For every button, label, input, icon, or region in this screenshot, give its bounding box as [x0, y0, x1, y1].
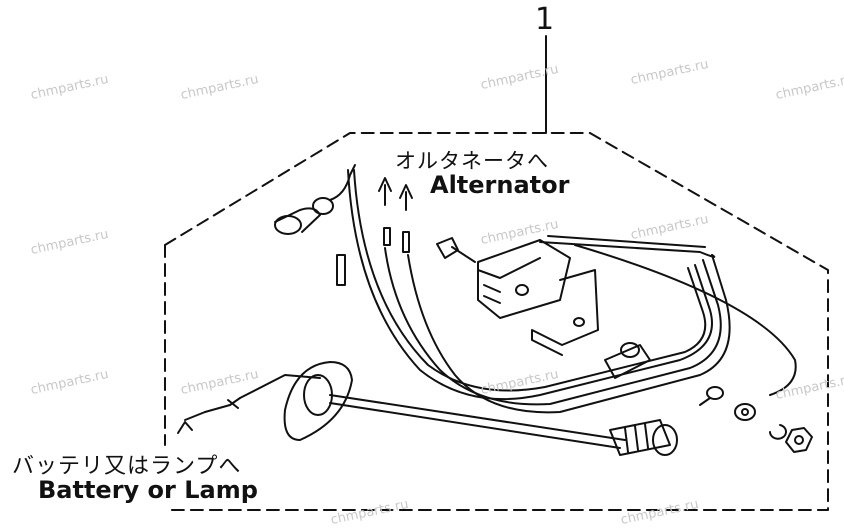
bolt — [436, 237, 476, 263]
pin-3 — [402, 231, 410, 253]
terminal-connector — [604, 342, 651, 379]
nut — [785, 427, 813, 453]
arrow-up-1 — [378, 177, 392, 206]
fuse-holder — [609, 419, 678, 456]
flat-washer — [734, 403, 756, 421]
callout-number: 1 — [535, 2, 555, 37]
regulator-unit — [477, 239, 571, 319]
pin-2 — [383, 227, 391, 246]
battery-lead — [177, 397, 241, 434]
lamp-socket — [274, 164, 356, 235]
battery-label-jp: バッテリ又はランプへ — [12, 454, 242, 479]
ring-terminal — [699, 386, 724, 406]
mounting-bracket — [531, 269, 599, 356]
arrow-up-2 — [399, 184, 413, 211]
alternator-label-en: Alternator — [430, 171, 570, 199]
kit-boundary — [164, 132, 829, 511]
ground-wire — [574, 244, 797, 396]
battery-label-en: Battery or Lamp — [38, 476, 258, 504]
alternator-label-jp: オルタネータへ — [395, 149, 549, 173]
grommet — [239, 361, 626, 449]
lock-washer — [769, 424, 787, 440]
harness-bundle — [347, 169, 731, 414]
pin-1 — [336, 254, 346, 286]
